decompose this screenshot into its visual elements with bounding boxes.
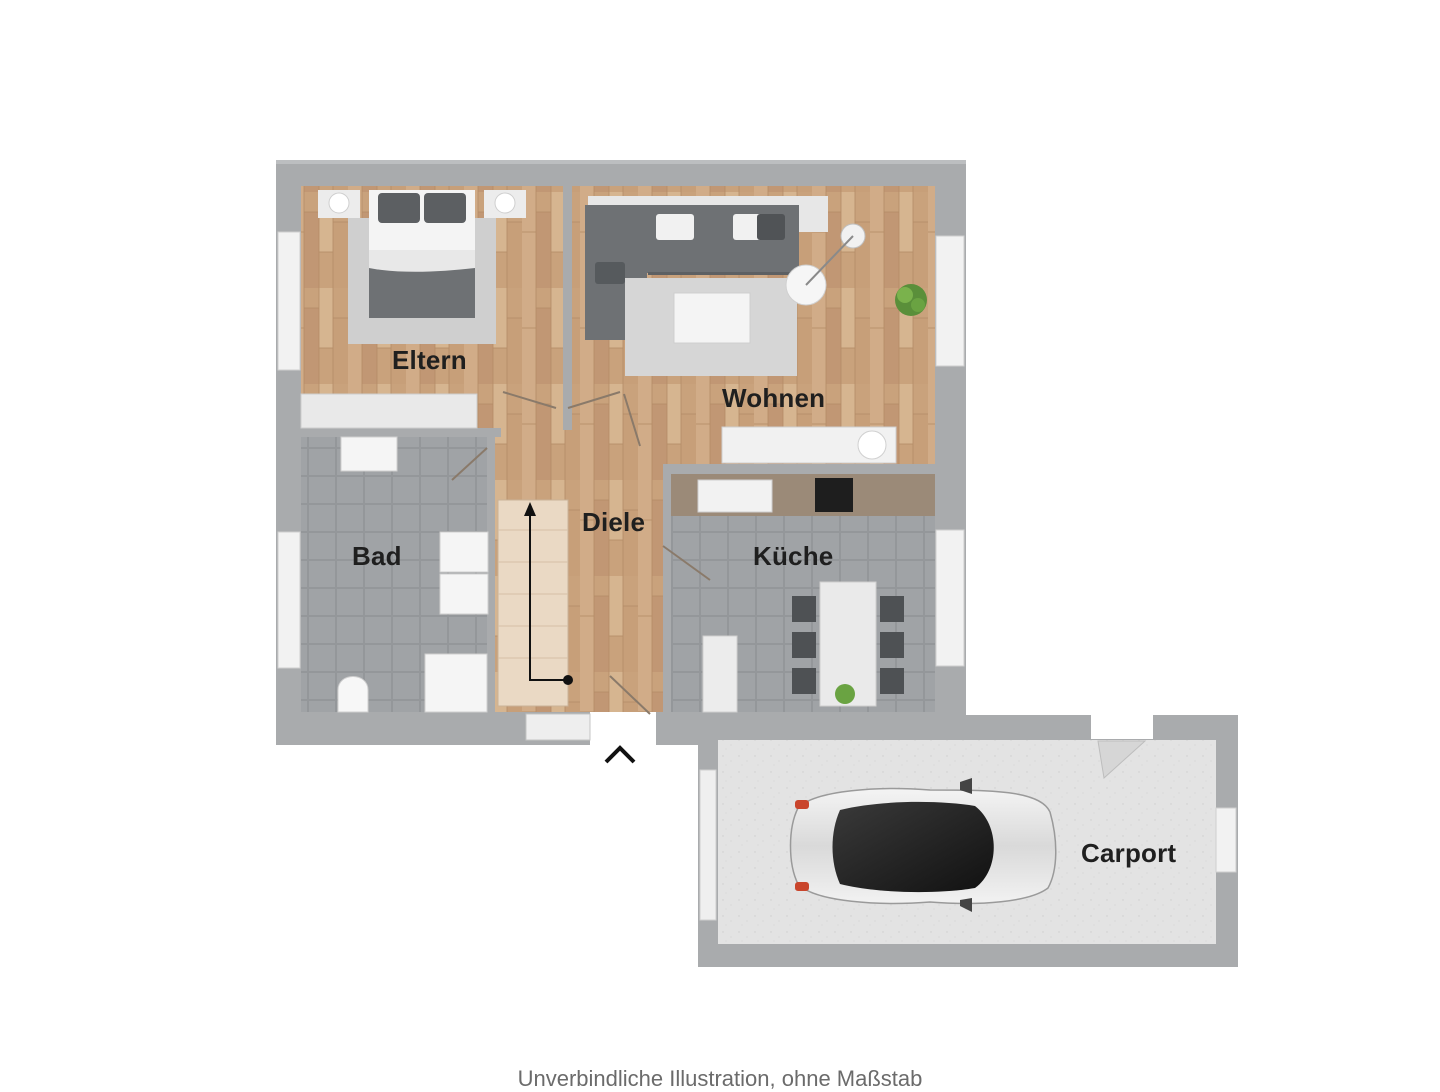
- coffee-table: [673, 292, 751, 344]
- room-label-kueche: Küche: [753, 541, 834, 571]
- disclaimer-text: Unverbindliche Illustration, ohne Maßsta…: [517, 1066, 923, 1091]
- plant: [895, 284, 927, 316]
- carport-opening: [1091, 712, 1153, 739]
- car: [789, 778, 1057, 912]
- room-label-wohnen: Wohnen: [722, 383, 826, 413]
- room-label-diele: Diele: [582, 507, 646, 537]
- entrance-gap: [590, 712, 656, 752]
- wall-wohnen-kueche: [663, 464, 935, 472]
- table-plant: [835, 684, 855, 704]
- wall-eltern-wohnen: [563, 186, 572, 408]
- window-kueche: [935, 529, 965, 667]
- window-carport: [1215, 807, 1237, 873]
- wardrobe: [300, 393, 478, 429]
- carport-side-window: [699, 769, 717, 921]
- dining-chairs: [792, 596, 904, 694]
- wall-diele-kueche: [663, 472, 671, 712]
- bad-washer-bottom: [439, 573, 489, 615]
- room-label-bad: Bad: [352, 541, 402, 571]
- wall-bad-diele: [487, 437, 495, 712]
- toilet: [337, 676, 369, 713]
- room-label-eltern: Eltern: [392, 345, 467, 375]
- room-label-carport: Carport: [1081, 838, 1177, 868]
- wall-eltern-bad: [301, 428, 501, 437]
- window-eltern: [277, 231, 301, 371]
- window-wohnen: [935, 235, 965, 367]
- shower: [424, 653, 488, 713]
- cooktop: [815, 478, 853, 512]
- entrance-arrow: [604, 745, 636, 764]
- bad-sink: [340, 436, 398, 472]
- bad-washer-top: [439, 531, 489, 573]
- door-swings: [451, 391, 711, 715]
- staircase: [497, 499, 573, 707]
- window-bad: [277, 531, 301, 669]
- entrance-threshold: [525, 713, 591, 741]
- carport-door-swing: [1097, 740, 1147, 779]
- bed: [318, 190, 526, 344]
- kitchen-cabinet: [702, 635, 738, 713]
